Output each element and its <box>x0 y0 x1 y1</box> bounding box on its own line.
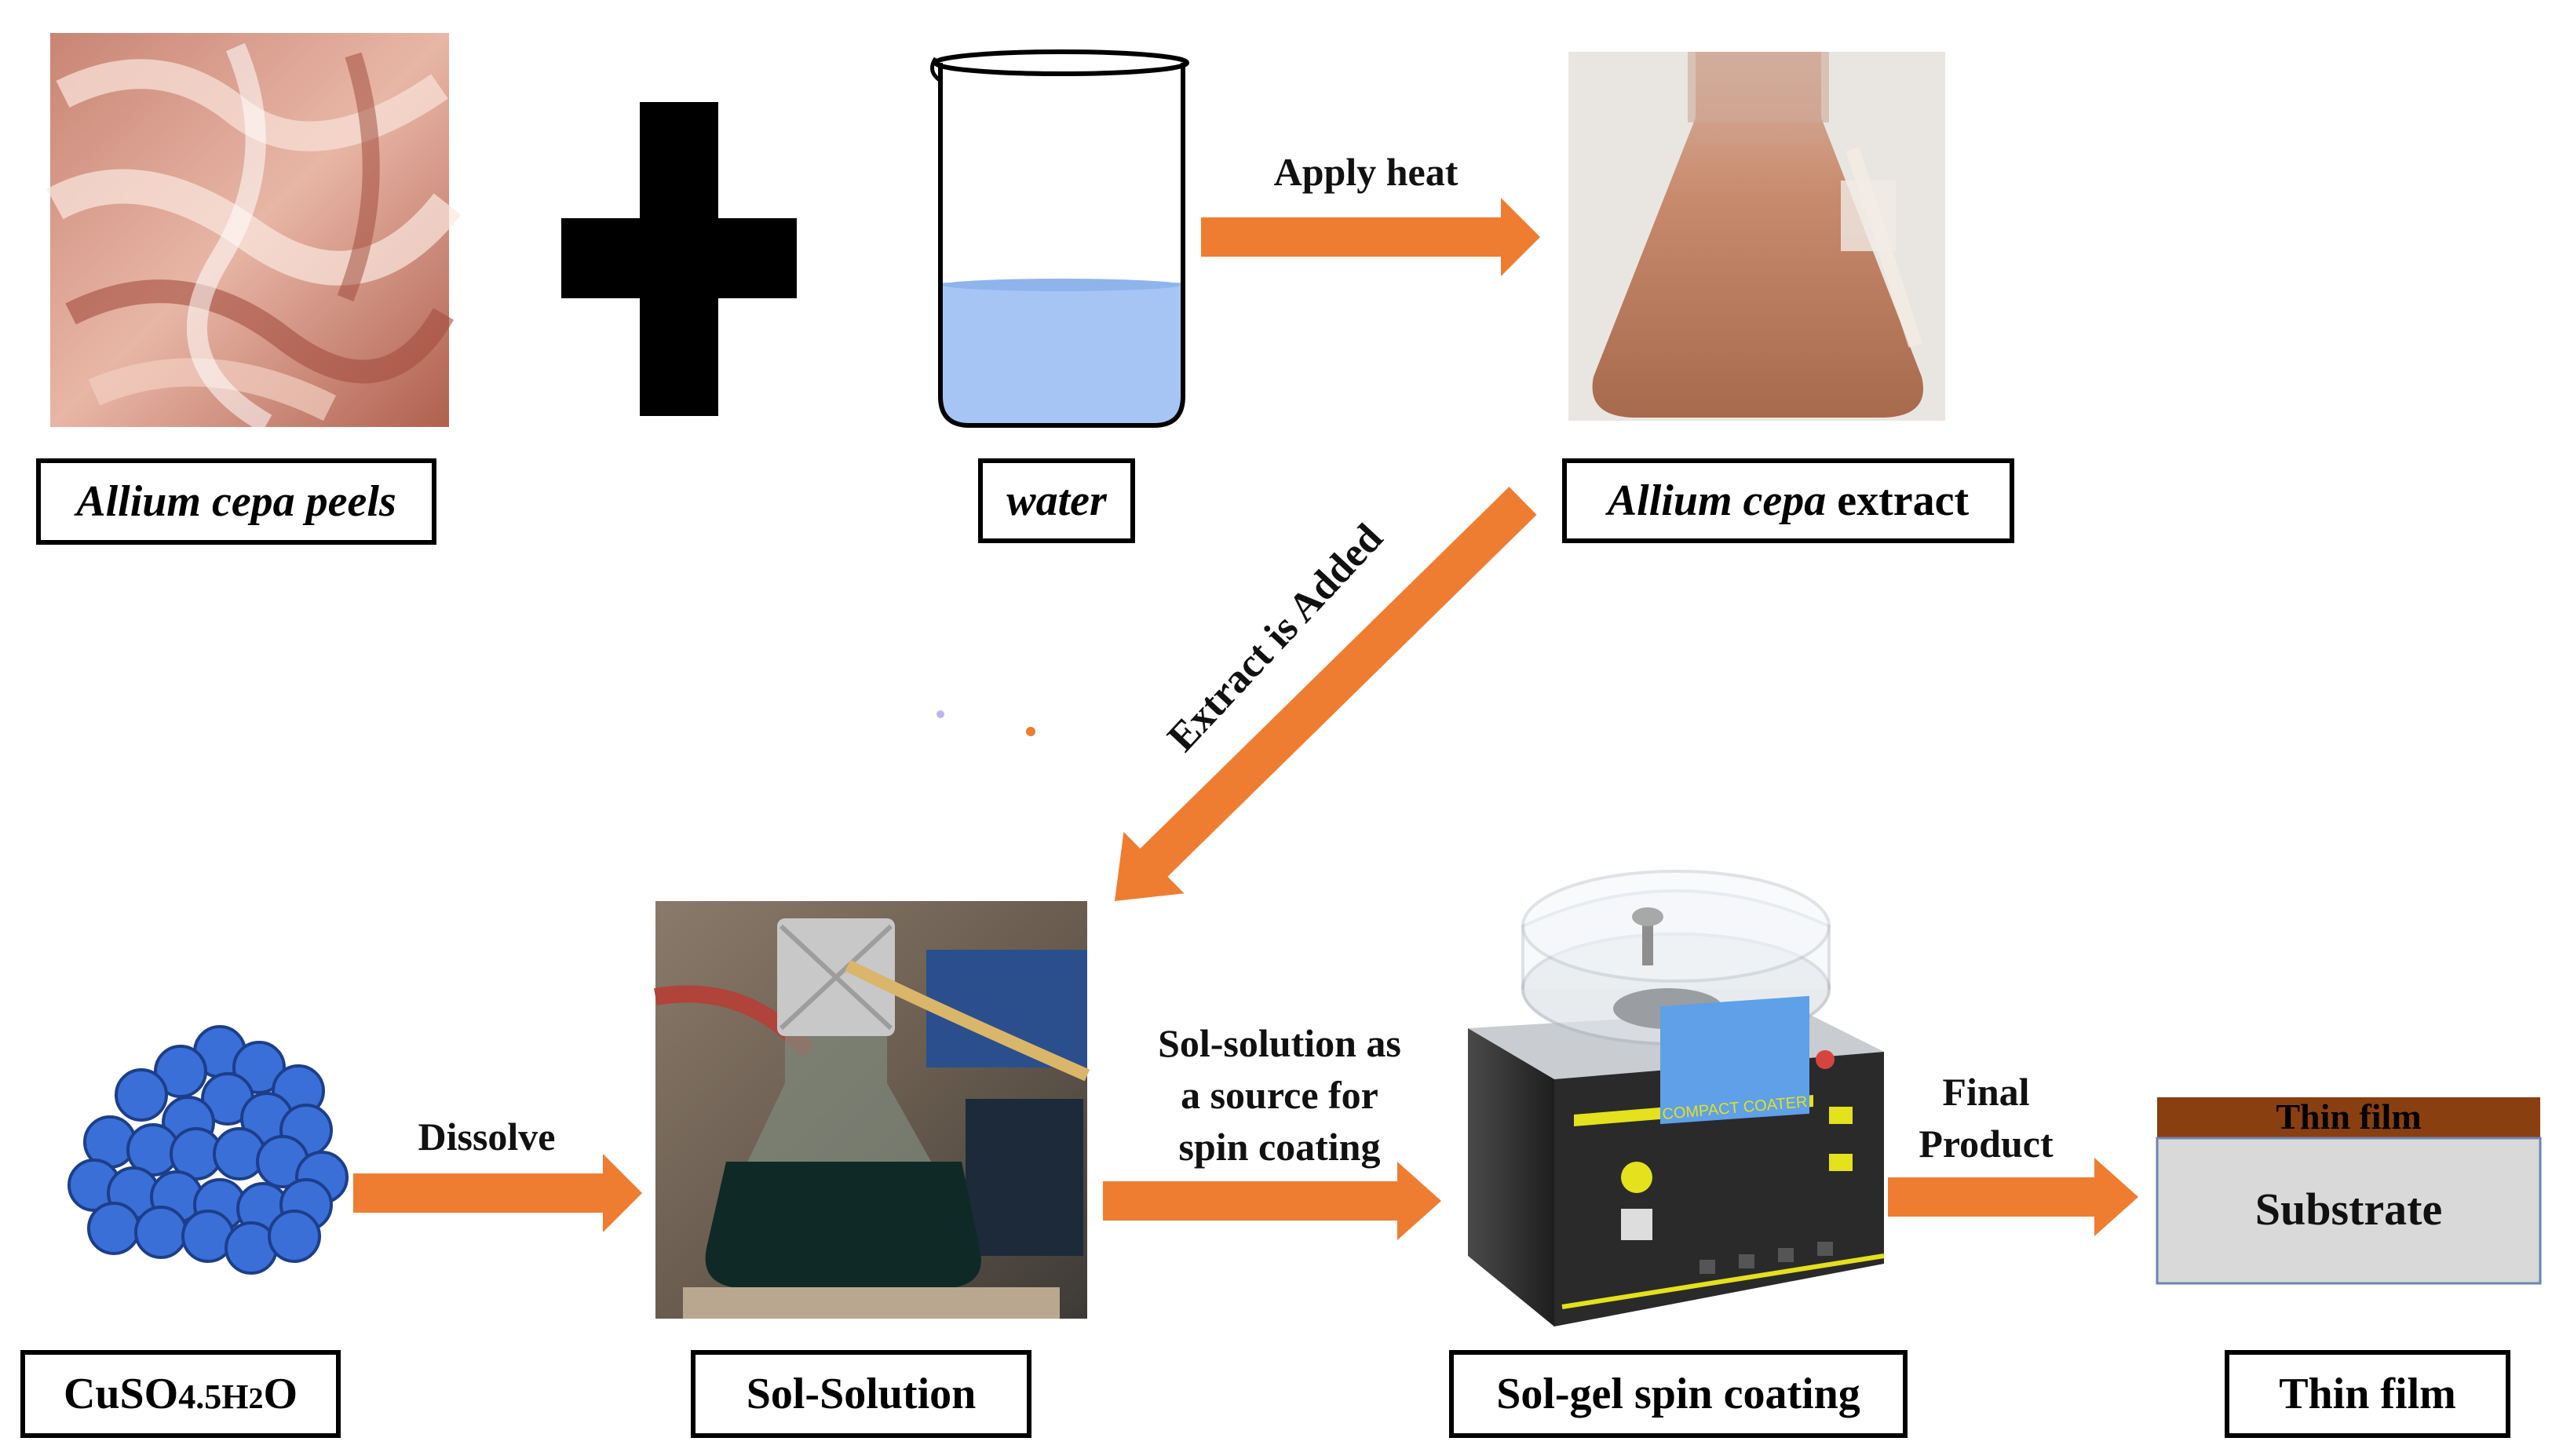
sol-source-label: Sol-solution as a source for spin coatin… <box>1158 1021 1401 1169</box>
label-box-cuso4: CuSO4.5H2O <box>20 1350 341 1438</box>
final-product-label: Final Product <box>1919 1070 2054 1166</box>
thin-film-stack <box>2156 1097 2542 1285</box>
sol-solution-label: Sol-Solution <box>746 1370 977 1418</box>
spin-coater-device <box>1468 870 1885 1326</box>
particle <box>87 1202 141 1255</box>
dot-decor <box>936 710 944 718</box>
arrow-final-product <box>1888 1158 2138 1236</box>
particle <box>134 1206 188 1259</box>
thin-film-label: Thin film <box>2279 1370 2456 1418</box>
particle <box>268 1210 321 1263</box>
arrow-sol-source <box>1103 1162 1441 1240</box>
cuso4-particles[interactable] <box>68 1025 349 1275</box>
particle <box>213 1127 266 1180</box>
label-box-extract: Allium cepa extract <box>1562 458 2014 543</box>
dot-decor <box>1026 727 1035 736</box>
arrow-apply-heat <box>1201 198 1540 276</box>
water-beaker <box>930 49 1189 428</box>
substrate-label: Substrate <box>2254 1184 2443 1235</box>
particle <box>115 1068 168 1122</box>
thin-film-layer-label: Thin film <box>2276 1097 2422 1137</box>
spin-coating-label: Sol-gel spin coating <box>1496 1370 1860 1418</box>
extract-flask-photo <box>1568 52 1945 421</box>
onion-peels-photo <box>46 33 462 433</box>
label-box-thin-film: Thin film <box>2225 1350 2510 1438</box>
label-box-peels: Allium cepa peels <box>36 458 436 545</box>
sol-solution-photo <box>654 901 1090 1319</box>
cuso4-label: CuSO4.5H2O <box>63 1370 298 1418</box>
arrow-extract-added <box>1115 487 1537 901</box>
extract-label: Allium cepa extract <box>1607 476 1970 525</box>
water-label: water <box>1006 476 1107 525</box>
arrow-dissolve <box>353 1154 642 1232</box>
apply-heat-label: Apply heat <box>1273 150 1459 194</box>
label-box-water: water <box>978 458 1135 543</box>
particle <box>154 1045 207 1098</box>
label-box-sol-solution: Sol-Solution <box>691 1350 1031 1438</box>
plus-icon <box>561 102 797 416</box>
peels-label: Allium cepa peels <box>76 477 396 526</box>
label-box-spin-coating: Sol-gel spin coating <box>1449 1350 1908 1438</box>
dissolve-label: Dissolve <box>418 1115 556 1159</box>
